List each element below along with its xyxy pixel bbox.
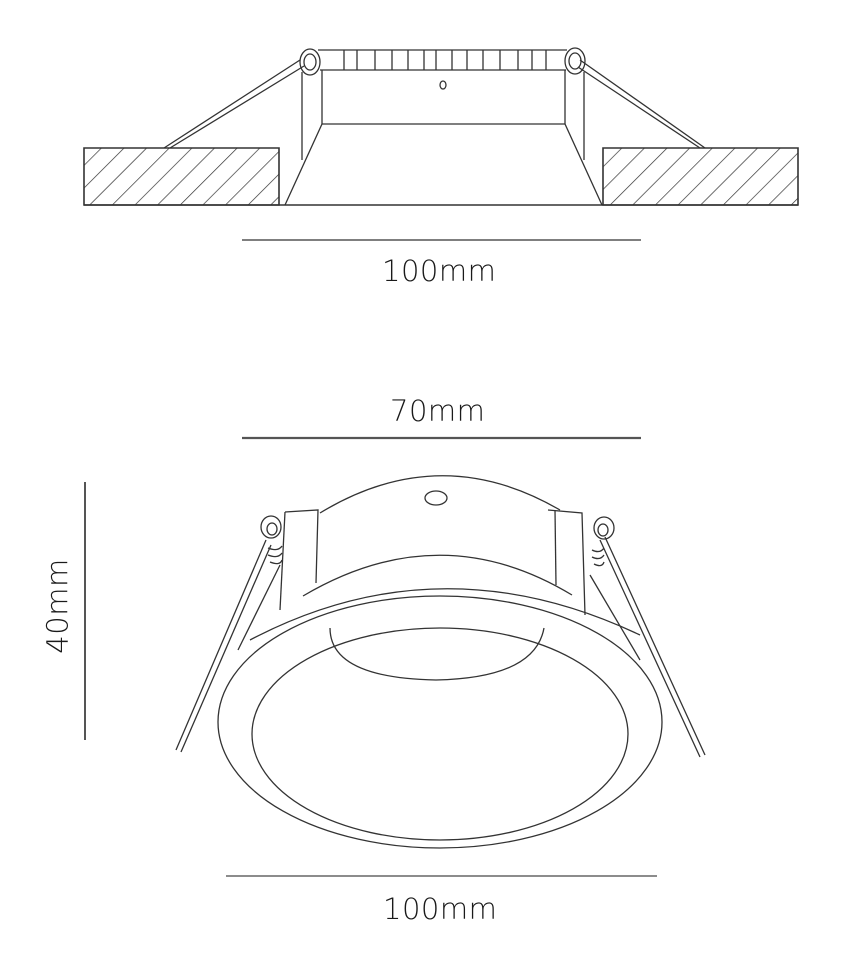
spring-clip-left	[176, 516, 282, 752]
side-view	[84, 48, 798, 205]
bracket-right	[548, 510, 585, 615]
clip-pivot-right	[565, 48, 585, 74]
ceiling-right-block	[603, 148, 798, 205]
spring-clip-right	[578, 60, 705, 148]
perspective-view	[176, 476, 705, 848]
housing-top-hole	[425, 491, 447, 505]
trim-ring-upper-arc	[250, 589, 640, 640]
reflector-cone	[330, 628, 544, 680]
reflector-opening	[252, 628, 628, 840]
bottom-width-label: 100mm	[383, 892, 498, 926]
housing-hole	[440, 81, 446, 89]
housing-body	[285, 70, 602, 205]
spring-clip-left	[164, 60, 304, 148]
height-label: 40mm	[40, 558, 75, 654]
top-width-label: 70mm	[390, 394, 486, 428]
heat-sink-band	[318, 50, 567, 70]
ceiling-left-block	[84, 148, 279, 205]
side-view-width-label: 100mm	[382, 254, 497, 288]
housing-top-dome	[320, 476, 560, 513]
spring-clip-right	[590, 517, 705, 757]
housing-shoulder-arc	[303, 555, 572, 596]
bracket-left	[280, 510, 318, 610]
clip-pivot-left	[300, 49, 320, 75]
trim-ring-outer	[218, 596, 662, 848]
